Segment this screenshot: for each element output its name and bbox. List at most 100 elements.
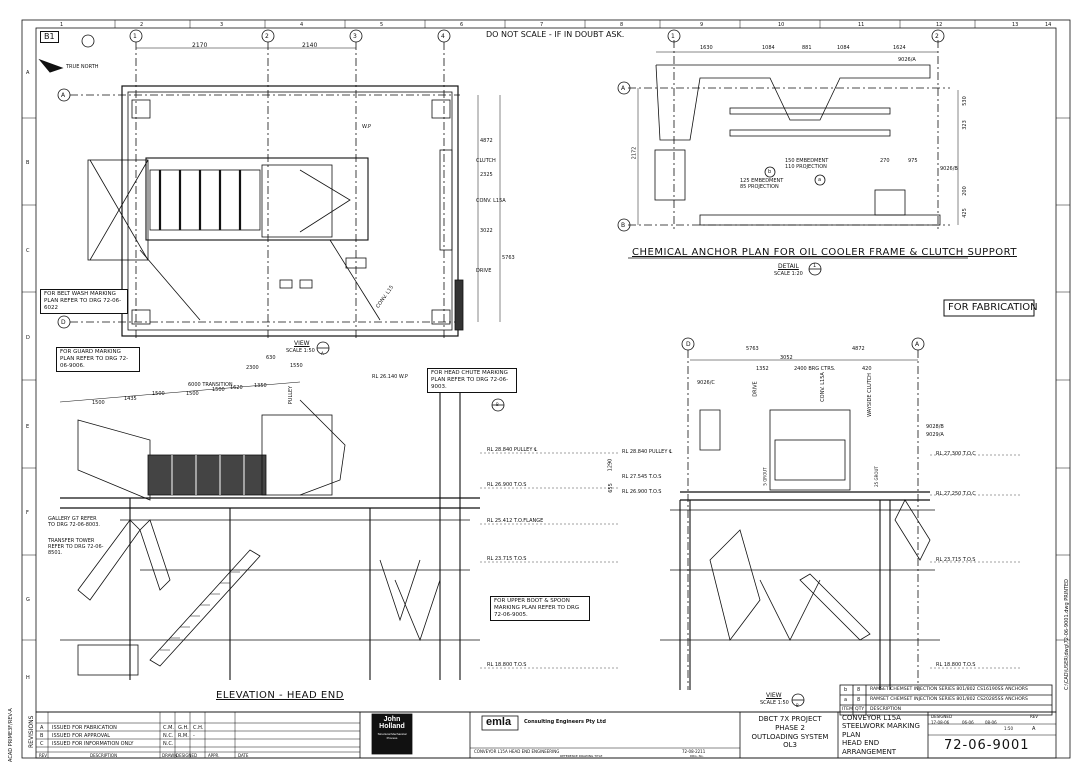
elevation-title: ELEVATION - HEAD END — [216, 690, 344, 701]
border-number: 11 — [858, 22, 865, 28]
consultant-logo: emla — [486, 716, 512, 728]
grid-row-label: D — [61, 319, 66, 326]
anchor-mark-b: 9028/B — [926, 424, 944, 430]
border-number: 1 — [60, 22, 64, 28]
plan-dim: 4872 — [480, 138, 493, 144]
elev-dim: 1550 — [290, 363, 303, 369]
rev-app: - — [193, 733, 195, 739]
reference-drawing-number: 72-08-2211 — [682, 749, 706, 754]
grid-col-label: A — [915, 341, 920, 348]
plan-dim: 2325 — [480, 172, 493, 178]
anchor-mark-a: 9029/A — [926, 432, 944, 438]
side-text-left: ACAD PRIME3F/REV-A — [8, 708, 14, 762]
elev-dim: 630 — [266, 355, 276, 361]
plan-view-label: VIEW — [294, 340, 310, 347]
border-letter: B — [26, 160, 30, 166]
anchor-header-desc: DESCRIPTION — [870, 707, 902, 712]
conv-label: CONV. L15A — [819, 372, 826, 402]
contractor-logo: John Holland Structural Mechanical Proce… — [374, 716, 410, 740]
project-line3: OUTLOADING SYSTEM OL3 — [751, 732, 829, 750]
grid-col-label: 1 — [671, 33, 675, 40]
elev-dim: 1620 — [230, 385, 243, 391]
detail-dim: 200 — [961, 186, 968, 196]
detail-label: DETAIL — [778, 263, 799, 270]
border-number: 4 — [300, 22, 304, 28]
head-chute-callout: FOR HEAD CHUTE MARKING PLAN REFER TO DRG… — [427, 368, 517, 393]
border-number: 13 — [1012, 22, 1019, 28]
conv-label: CONV. L15A — [476, 198, 506, 204]
date-value: 08-06 — [985, 720, 997, 725]
rev-code: A — [40, 725, 44, 731]
rev-app: C.H. — [193, 725, 204, 731]
reference-label: REFERENCE DRAWING TITLE — [560, 754, 603, 758]
detail-dim: 2172 — [631, 146, 638, 160]
border-number: 3 — [220, 22, 224, 28]
contractor-line1: John — [383, 716, 401, 723]
drawing-title-block: CONVEYOR L15A STEELWORK MARKING PLAN HEA… — [842, 714, 928, 756]
detail-dim: 975 — [908, 158, 918, 164]
rev-code: B — [40, 733, 44, 739]
level-label: RL 23.715 T.O.S — [936, 557, 976, 563]
drawing-title-line2: STEELWORK MARKING PLAN — [842, 722, 920, 739]
belt-wash-callout: FOR BELT WASH MARKING PLAN REFER TO DRG … — [40, 289, 128, 314]
project-line2: PHASE 2 — [775, 723, 805, 732]
reference-drawing-title: CONVEYOR L15A HEAD END ENGINEERING — [474, 749, 560, 754]
detail-dim: 425 — [961, 208, 968, 218]
grid-col-label: 3 — [353, 33, 357, 40]
detail-title: CHEMICAL ANCHOR PLAN FOR OIL COOLER FRAM… — [632, 247, 1017, 258]
anchor-mark-a: 9026/A — [898, 57, 916, 63]
anchor-row-mark: b — [844, 687, 848, 693]
anchor-header-item: ITEM — [842, 707, 854, 712]
anchor-mark-c: 9026/C — [697, 380, 715, 386]
detail-dim: 881 — [802, 45, 812, 51]
anchor-row-qty: 8 — [857, 697, 861, 703]
detail-dim: 530 — [961, 96, 968, 106]
border-number: 6 — [460, 22, 464, 28]
guard-callout: FOR GUARD MARKING PLAN REFER TO DRG 72-0… — [56, 347, 140, 372]
rev-chk: R.M. — [178, 733, 189, 739]
revisions-side-label: REVISIONS — [28, 715, 35, 748]
pulley-label: PULLEY — [288, 385, 295, 405]
rev-header: REV — [39, 753, 48, 758]
grid-col-label: 4 — [441, 33, 445, 40]
contractor-line2: Holland — [379, 723, 405, 730]
detail-dim: 270 — [880, 158, 890, 164]
section-dim: 1352 — [756, 366, 769, 372]
level-label: RL 25.412 T.O.FLANGE — [487, 518, 544, 524]
rev-header: APPR. — [208, 753, 220, 758]
anchor-tag-a: a — [818, 177, 822, 183]
grout-label: 5 GROUT — [762, 467, 768, 486]
level-label: RL 28.840 PULLEY ℄ — [622, 449, 673, 455]
do-not-scale-notice: DO NOT SCALE - IF IN DOUBT ASK. — [486, 30, 625, 39]
border-number: 7 — [540, 22, 544, 28]
rev-value: A — [1032, 726, 1036, 732]
border-letter: A — [26, 70, 30, 76]
elevation-tag: B — [496, 402, 499, 407]
date-value: 06-06 — [962, 720, 974, 725]
border-letter: G — [26, 597, 30, 603]
elev-dim: 6000 TRANSITION — [188, 382, 233, 388]
section-dim: 3052 — [780, 355, 793, 361]
gallery-callout: GALLERY G7 REFER TO DRG 72-06-8003. — [48, 516, 101, 528]
contractor-line4: Process — [386, 736, 398, 740]
border-letter: D — [26, 335, 30, 341]
anchor-header-qty: QTY — [855, 707, 865, 712]
plan-dim: 2140 — [302, 42, 318, 49]
elev-dim: 1350 — [254, 383, 267, 389]
scale-value: 1:50 — [1004, 726, 1013, 731]
plan-view-scale: SCALE 1:50 — [286, 348, 315, 354]
detail-dim: 1630 — [700, 45, 713, 51]
rev-by: C.M. — [163, 725, 174, 731]
grid-row-label: A — [621, 85, 626, 92]
level-label: RL 18.800 T.O.S — [487, 662, 527, 668]
consultant-name: Consulting Engineers Pty Ltd — [524, 719, 606, 725]
for-fabrication-stamp: FOR FABRICATION — [948, 302, 1038, 313]
section-side-dim: 655 — [607, 483, 614, 493]
north-label: TRUE NORTH — [66, 64, 99, 70]
level-label: RL 26.900 T.O.S — [487, 482, 527, 488]
section-dim: 5763 — [746, 346, 759, 352]
elev-dim: 1500 — [92, 400, 105, 406]
rev-label: REV — [1030, 714, 1039, 719]
rev-by: N.C. — [163, 741, 174, 747]
drawing-number: 72-06-9001 — [944, 738, 1030, 753]
